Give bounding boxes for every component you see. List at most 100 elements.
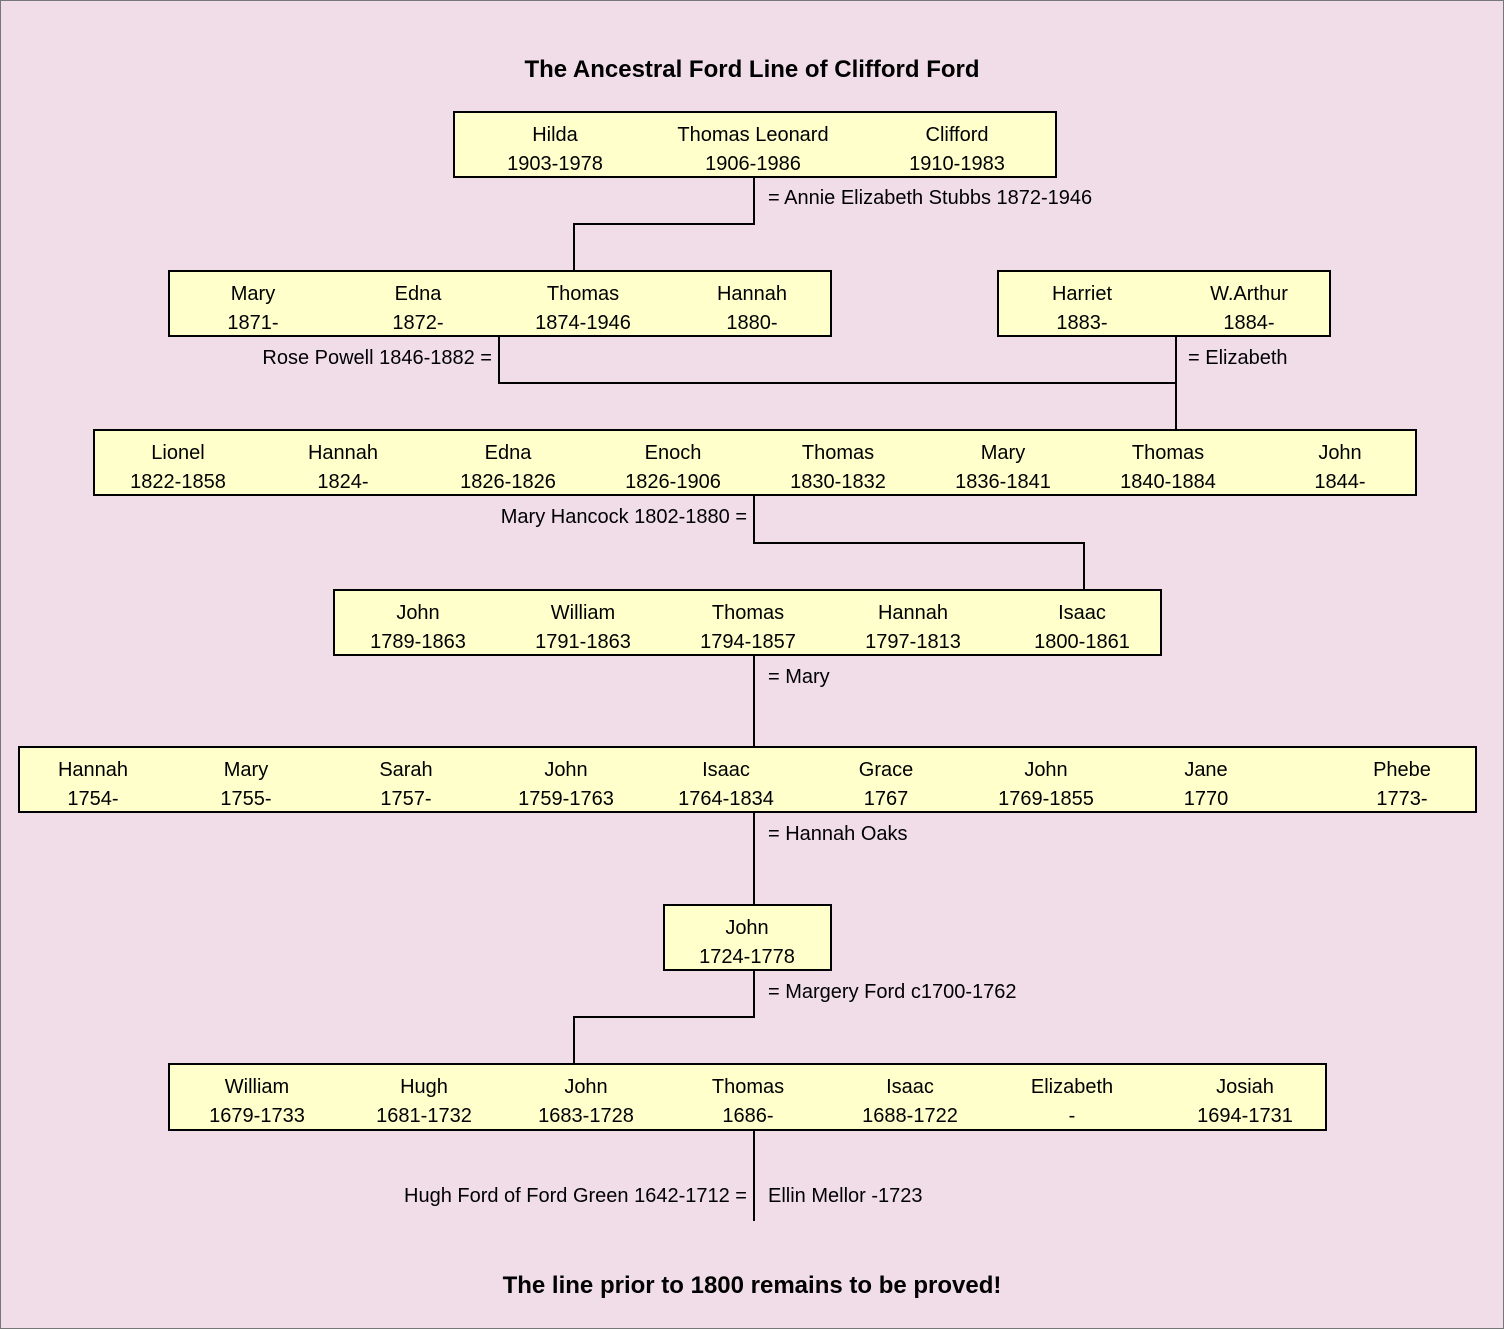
connector-line — [753, 1131, 755, 1221]
person-name: John — [1318, 442, 1362, 464]
person-name: Hannah — [716, 283, 788, 305]
person-dates: 1836-1841 — [955, 471, 1051, 493]
footer-note: The line prior to 1800 remains to be pro… — [502, 1272, 1002, 1299]
generation-box-lionel-siblings: Lionel 1822-1858 Hannah 1824- Edna 1826-… — [93, 429, 1417, 496]
person-grace: Grace 1767 — [796, 756, 976, 814]
person-dates: 1688-1722 — [862, 1105, 958, 1127]
generation-box-william-siblings: William 1679-1733 Hugh 1681-1732 John 16… — [168, 1063, 1327, 1131]
connector-line — [573, 223, 575, 270]
person-john: John 1844- — [1250, 439, 1430, 497]
person-name: John — [544, 759, 588, 781]
spouse-margery-ford: = Margery Ford c1700-1762 — [768, 981, 1017, 1003]
person-william: William 1791-1863 — [493, 599, 673, 657]
person-w-arthur: W.Arthur 1884- — [1159, 280, 1339, 338]
person-dates: 1683-1728 — [538, 1105, 634, 1127]
spouse-hannah-oaks: = Hannah Oaks — [768, 823, 908, 845]
person-isaac: Isaac 1764-1834 — [636, 756, 816, 814]
person-hannah: Hannah 1824- — [253, 439, 433, 497]
person-name: Edna — [484, 442, 532, 464]
person-dates: 1724-1778 — [699, 946, 795, 968]
person-name: Mary — [980, 442, 1026, 464]
person-name: Hannah — [57, 759, 129, 781]
person-dates: 1883- — [1056, 312, 1108, 334]
spouse-mary-hancock: Mary Hancock 1802-1880 = — [500, 506, 747, 528]
person-name: John — [564, 1076, 608, 1098]
spouse-ellin-mellor: Ellin Mellor -1723 — [768, 1185, 923, 1207]
person-hannah: Hannah 1797-1813 — [823, 599, 1003, 657]
person-dates: 1874-1946 — [535, 312, 631, 334]
person-name: Mary — [223, 759, 269, 781]
person-name: Grace — [858, 759, 914, 781]
person-josiah: Josiah 1694-1731 — [1155, 1073, 1335, 1131]
generation-box-harriet-arthur: Harriet 1883- W.Arthur 1884- — [997, 270, 1331, 337]
person-dates: 1880- — [726, 312, 778, 334]
person-dates: 1791-1863 — [535, 631, 631, 653]
connector-line — [573, 1016, 755, 1018]
person-name: Elizabeth — [1030, 1076, 1114, 1098]
person-name: Hugh — [400, 1076, 448, 1098]
person-john: John 1759-1763 — [476, 756, 656, 814]
connector-line — [498, 337, 500, 384]
person-dates: 1764-1834 — [678, 788, 774, 810]
person-name: Thomas — [711, 1076, 785, 1098]
person-thomas: Thomas 1874-1946 — [493, 280, 673, 338]
person-dates: 1789-1863 — [370, 631, 466, 653]
person-name: Isaac — [702, 759, 750, 781]
connector-line — [753, 178, 755, 225]
person-name: Lionel — [151, 442, 205, 464]
person-dates: 1871- — [227, 312, 279, 334]
person-dates: 1872- — [392, 312, 444, 334]
person-dates: 1844- — [1314, 471, 1366, 493]
person-mary: Mary 1871- — [163, 280, 343, 338]
person-thomas: Thomas 1794-1857 — [658, 599, 838, 657]
person-enoch: Enoch 1826-1906 — [583, 439, 763, 497]
spouse-hugh-ford-of-ford-green: Hugh Ford of Ford Green 1642-1712 = — [404, 1185, 747, 1207]
person-name: John — [1024, 759, 1068, 781]
person-john: John 1789-1863 — [328, 599, 508, 657]
person-william: William 1679-1733 — [167, 1073, 347, 1131]
person-jane: Jane 1770 — [1116, 756, 1296, 814]
person-hilda: Hilda 1903-1978 — [465, 121, 645, 179]
person-dates: 1800-1861 — [1034, 631, 1130, 653]
spouse-elizabeth: = Elizabeth — [1188, 347, 1288, 369]
person-name: Mary — [230, 283, 276, 305]
generation-box-john-1724: John 1724-1778 — [663, 904, 832, 971]
connector-line — [753, 496, 755, 544]
person-dates: 1826-1906 — [625, 471, 721, 493]
person-name: Thomas — [546, 283, 620, 305]
person-isaac: Isaac 1800-1861 — [992, 599, 1172, 657]
person-dates: 1767 — [863, 788, 909, 810]
connector-line — [498, 382, 1177, 384]
spouse-mary: = Mary — [768, 666, 830, 688]
person-dates: 1681-1732 — [376, 1105, 472, 1127]
person-edna: Edna 1872- — [328, 280, 508, 338]
person-dates: 1794-1857 — [700, 631, 796, 653]
person-clifford: Clifford 1910-1983 — [867, 121, 1047, 179]
person-lionel: Lionel 1822-1858 — [88, 439, 268, 497]
person-name: Josiah — [1216, 1076, 1274, 1098]
person-name: Isaac — [1058, 602, 1106, 624]
person-thomas: Thomas 1830-1832 — [748, 439, 928, 497]
person-dates: 1773- — [1376, 788, 1428, 810]
person-dates: - — [1068, 1105, 1076, 1127]
person-hugh: Hugh 1681-1732 — [334, 1073, 514, 1131]
person-name: Phebe — [1373, 759, 1431, 781]
person-phebe: Phebe 1773- — [1312, 756, 1492, 814]
person-sarah: Sarah 1757- — [316, 756, 496, 814]
person-name: John — [396, 602, 440, 624]
person-dates: 1830-1832 — [790, 471, 886, 493]
person-name: Thomas — [711, 602, 785, 624]
person-name: Isaac — [886, 1076, 934, 1098]
generation-box-isaac-siblings: John 1789-1863 William 1791-1863 Thomas … — [333, 589, 1162, 656]
connector-line — [573, 223, 755, 225]
person-dates: 1797-1813 — [865, 631, 961, 653]
person-john: John 1683-1728 — [496, 1073, 676, 1131]
person-harriet: Harriet 1883- — [992, 280, 1172, 338]
person-name: Edna — [394, 283, 442, 305]
person-name: Hannah — [877, 602, 949, 624]
person-dates: 1769-1855 — [998, 788, 1094, 810]
person-isaac: Isaac 1688-1722 — [820, 1073, 1000, 1131]
person-dates: 1686- — [722, 1105, 774, 1127]
generation-box-hannah-siblings: Hannah 1754- Mary 1755- Sarah 1757- John… — [18, 746, 1477, 813]
